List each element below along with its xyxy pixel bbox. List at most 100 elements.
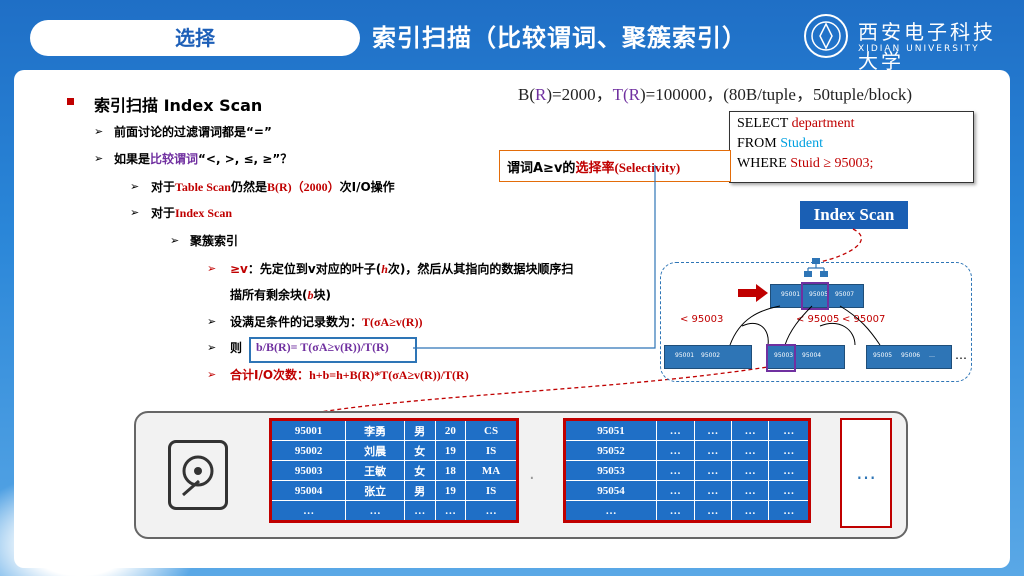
bullet-l3: 如果是比较谓词“<, >, ≤, ≥”？ [114,150,292,167]
cell: … [656,480,695,501]
tree-root-icon [804,258,828,277]
arrow-bullet-icon: ➢ [130,180,140,193]
l10-label: 合计I/O次数： [230,368,310,382]
arrow-bullet-icon: ➢ [207,315,217,328]
cell: … [656,440,695,461]
sql-line3: WHERE Stuid ≥ 95003; [737,156,873,172]
cell: 95054 [563,480,658,501]
cell: … [768,460,810,481]
cell: 95004 [269,480,347,501]
l7-text3: 描所有剩余块( [230,288,308,302]
l4-mid: 仍然是 [230,180,267,194]
cell: … [768,480,810,501]
table-row: 95053………… [563,460,810,481]
bullet-l4: 对于Table Scan仍然是B(R)（2000）次I/O操作 [151,178,395,195]
cell: 95002 [269,440,347,461]
bullet-l10: 合计I/O次数：h+b=h+B(R)*T(σA≥v(R))/T(R) [230,366,469,383]
leaf-key: 95004 [802,352,822,359]
l8-text: 设满足条件的记录数为： [230,315,363,329]
l8-formula: T(σA≥v(R)) [362,315,423,329]
bullet-l6: 聚簇索引 [190,234,239,248]
note-t: T( [612,85,629,104]
gap-dot: · [529,468,535,489]
hard-disk-icon [168,440,228,510]
l7-ge-v: ≥v [230,262,248,276]
arrow-bullet-icon: ➢ [170,234,180,247]
leaf-node-3: 95005 95006 … [866,345,952,369]
cell: … [730,460,770,481]
mid2-label: < 95007 [842,314,886,325]
cell: … [693,460,732,481]
arrow-bullet-icon: ➢ [130,206,140,219]
section-label: 选择 [175,26,215,50]
bullet-l5: 对于Index Scan [151,204,232,221]
cell: … [656,460,695,481]
l3-highlight: 比较谓词 [150,152,199,166]
data-block-2: 95051………… 95052………… 95053………… 95054………… … [563,418,811,523]
root-key: 95007 [835,291,855,298]
arrow-bullet-icon: ➢ [207,368,217,381]
cell: IS [465,480,518,501]
note-r2: R [628,85,640,104]
index-scan-label: Index Scan [800,201,908,229]
cell: … [768,500,810,522]
table-row: 95051………… [563,419,810,441]
cell: 20 [434,419,467,441]
l7-text4: 块) [313,288,332,302]
l10-formula: h+b=h+B(R)*T(σA≥v(R))/T(R) [309,368,469,382]
l4-suffix: 次I/O操作 [339,180,395,194]
sql-select: SELECT [737,116,792,131]
bullet-l1: 索引扫描 Index Scan [94,96,263,115]
cell: 李勇 [345,419,405,441]
more-blocks-box: … [840,418,892,528]
cell: … [403,500,436,522]
cell: … [465,500,518,522]
table-row: 95052………… [563,440,810,461]
cell: IS [465,440,518,461]
root-key: 95005 [809,291,829,298]
arrow-bullet-icon: ➢ [207,341,217,354]
section-pill: 选择 [30,20,360,56]
cell: … [656,500,695,522]
pointer-arrow-icon [738,284,768,302]
l4-prefix: 对于 [151,180,176,194]
cell: … [730,480,770,501]
sql-where: WHERE [737,156,791,171]
cell: 18 [434,460,467,481]
leaf-key: … [929,352,935,359]
note-t-val: )=100000，(80B/tuple，50tuple/block) [639,85,913,104]
lt-label: < 95003 [680,314,724,325]
note-b-val: )=2000， [546,85,613,104]
l3-prefix: 如果是 [114,152,151,166]
leaf-key: 95006 [901,352,921,359]
cell: … [693,440,732,461]
l4-br: B(R)（2000） [266,180,340,194]
logo-en: XIDIAN UNIVERSITY [858,44,980,54]
cell: 19 [434,440,467,461]
university-logo: 西安电子科技大学 XIDIAN UNIVERSITY [800,12,1000,73]
arrow-bullet-icon: ➢ [94,125,104,138]
cell: 95003 [269,460,347,481]
leaf-node-2: 95003 95004 [767,345,845,369]
root-node: 95001 95005 95007 [770,284,864,308]
top-note: B(R)=2000，T(R)=100000，(80B/tuple，50tuple… [518,80,912,105]
sql-from-val: Student [780,136,823,151]
l7-h: h [381,262,388,276]
table-row: …………… [269,500,518,522]
sel-b: 选择率 [575,161,615,176]
table-row: …………… [563,500,810,522]
cell: … [693,480,732,501]
cell: 男 [403,480,436,501]
cell: 95051 [563,419,658,441]
cell: … [730,440,770,461]
cell: … [563,500,658,522]
l4-table-scan: Table Scan [175,180,231,194]
sel-a: 谓词A≥v的 [507,161,576,176]
cell: … [768,419,810,441]
cell: 19 [434,480,467,501]
cell: … [693,500,732,522]
